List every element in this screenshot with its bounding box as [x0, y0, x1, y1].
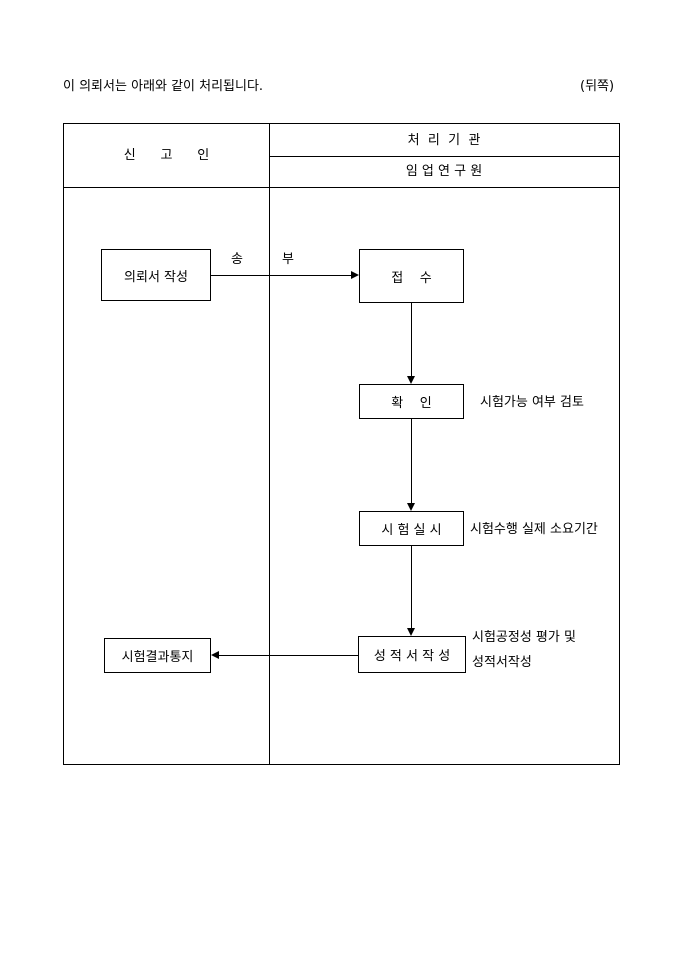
notify-box: 시험결과통지	[104, 638, 211, 673]
arrowhead-right-icon	[351, 271, 359, 279]
report-note-line2: 성적서작성	[472, 655, 532, 670]
send-label-bu: 부	[282, 252, 294, 267]
confirm-box: 확 인	[359, 384, 464, 419]
agency-header: 처 리 기 관	[407, 133, 481, 148]
arrowhead-down-icon	[407, 503, 415, 511]
send-arrow-shaft	[211, 275, 352, 276]
receipt-box: 접 수	[359, 249, 464, 303]
institute-subheader: 임 업 연 구 원	[405, 164, 483, 179]
arrow-test-to-report	[411, 546, 412, 629]
send-label-song: 송	[231, 252, 243, 267]
arrowhead-left-icon	[211, 651, 219, 659]
arrowhead-down-icon	[407, 376, 415, 384]
process-table: 신 고 인 처 리 기 관 임 업 연 구 원 의뢰서 작성 송 부 접 수 확…	[63, 123, 620, 765]
column-divider	[269, 124, 270, 764]
test-box: 시 험 실 시	[359, 511, 464, 546]
back-side-label: (뒤쪽)	[580, 79, 615, 94]
arrow-confirm-to-test	[411, 419, 412, 504]
report-note-line1: 시험공정성 평가 및	[472, 630, 576, 645]
intro-text: 이 의뢰서는 아래와 같이 처리됩니다.	[63, 79, 264, 94]
arrow-report-to-notify	[218, 655, 358, 656]
report-box: 성 적 서 작 성	[358, 636, 466, 673]
arrowhead-down-icon	[407, 628, 415, 636]
declarant-header: 신 고 인	[123, 148, 210, 163]
agency-header-underline	[269, 156, 619, 157]
arrow-receipt-to-confirm	[411, 303, 412, 377]
header-bottom-line	[64, 187, 619, 188]
test-note: 시험수행 실제 소요기간	[470, 522, 598, 537]
request-form-box: 의뢰서 작성	[101, 249, 211, 301]
confirm-note: 시험가능 여부 검토	[480, 395, 584, 410]
